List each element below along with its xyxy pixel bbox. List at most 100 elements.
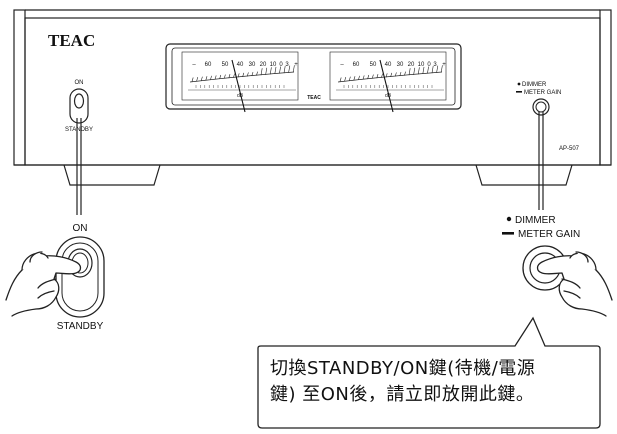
zoom-meter-gain-label: METER GAIN	[518, 229, 580, 240]
left-meter-tick	[274, 66, 277, 74]
right-meter-needle	[379, 59, 394, 113]
right-meter-scale-label: 50	[370, 62, 377, 68]
right-meter-scale-label: 3	[433, 62, 437, 68]
left-meter-scale-label: 0	[279, 62, 283, 68]
pressing-hand-left	[5, 251, 82, 317]
right-meter-tick	[427, 66, 429, 74]
left-meter-tick	[256, 71, 258, 76]
left-meter-tick	[292, 65, 295, 73]
right-meter-scale-label: 40	[385, 62, 392, 68]
left-meter-unit-label: dB	[237, 93, 244, 99]
right-meter-tick	[362, 75, 365, 80]
brand-logo: TEAC	[48, 31, 95, 50]
meter-window	[165, 43, 462, 110]
callout-bubble	[257, 316, 601, 429]
right-meter-tick	[381, 73, 383, 78]
right-meter-tick	[353, 76, 356, 81]
right-meter-tick	[348, 76, 351, 81]
left-meter-tick	[214, 75, 217, 80]
right-meter-tick	[422, 66, 425, 74]
zoom-dimmer-label: DIMMER	[515, 215, 556, 226]
right-meter-tick	[394, 72, 397, 77]
model-label: AP-507	[559, 146, 580, 152]
right-meter-tick	[367, 74, 370, 80]
left-meter-tick	[219, 74, 222, 80]
left-meter-tick	[228, 74, 231, 79]
right-meter-tick	[413, 67, 416, 75]
left-meter-scale-label: 10	[270, 62, 277, 68]
left-meter-tick	[210, 75, 212, 80]
left-meter-scale-label: 20	[260, 62, 267, 68]
right-meter-tick	[344, 76, 347, 82]
zoom-dimmer-dot-icon	[506, 216, 512, 222]
left-meter-needle	[231, 59, 246, 113]
left-meter-tick	[288, 65, 291, 73]
left-meter-tick	[223, 74, 226, 79]
pressing-hand-right	[536, 251, 613, 317]
right-meter-unit-label: dB	[385, 93, 392, 99]
zoom-standby-label: STANDBY	[57, 321, 104, 332]
right-meter-tick	[417, 67, 420, 75]
left-meter-scale-label: 50	[222, 62, 229, 68]
unit-on-label: ON	[75, 80, 84, 86]
left-meter-tick	[233, 73, 235, 78]
right-meter-tick	[371, 74, 374, 79]
zoom-power-switch[interactable]	[55, 236, 105, 318]
right-meter-scale-arc	[337, 71, 443, 83]
left-meter-tick	[260, 68, 263, 76]
unit-meter-gain-label: METER GAIN	[524, 90, 561, 96]
left-meter-tick	[191, 77, 194, 82]
right-meter-scale-label: 60	[353, 62, 360, 68]
right-meter-scale-label: +	[442, 62, 446, 68]
right-meter-tick	[390, 72, 393, 77]
right-meter-scale-label: 30	[397, 62, 404, 68]
left-meter-tick	[246, 72, 249, 77]
right-meter-tick	[339, 77, 342, 82]
left-meter-tick	[196, 76, 199, 82]
left-meter-scale-label: 60	[205, 62, 212, 68]
meter-center-brand: TEAC	[307, 95, 321, 101]
callout-line-2: 鍵) 至ON後，請立即放開此鍵。	[270, 384, 535, 405]
left-meter-scale-label: +	[294, 62, 298, 68]
left-meter-tick	[279, 66, 281, 74]
left-meter-scale-label: –	[192, 62, 196, 68]
right-meter-tick	[358, 75, 360, 80]
left-meter-tick	[283, 66, 286, 74]
right-meter-tick	[436, 65, 439, 73]
left-meter-scale-arc	[189, 71, 295, 83]
right-foot	[475, 164, 573, 186]
left-meter-tick	[269, 67, 272, 75]
right-meter-tick	[408, 68, 411, 76]
leader-line-power	[76, 118, 82, 215]
instruction-callout: 切換STANDBY/ON鍵(待機/電源 鍵) 至ON後，請立即放開此鍵。	[258, 346, 600, 428]
callout-line-1: 切換STANDBY/ON鍵(待機/電源	[270, 358, 536, 379]
unit-dimmer-dot-icon	[517, 82, 521, 86]
unit-dimmer-label: DIMMER	[522, 82, 547, 88]
unit-standby-label: STANDBY	[65, 127, 93, 133]
left-meter-tick	[205, 76, 208, 81]
leader-line-dimmer	[538, 112, 544, 210]
right-meter-tick	[376, 74, 379, 79]
unit-meter-gain-dash-icon	[516, 91, 522, 93]
left-meter-tick	[242, 72, 245, 77]
left-meter-tick	[265, 67, 268, 75]
left-meter-scale-label: 3	[285, 62, 289, 68]
right-meter-scale-label: 0	[427, 62, 431, 68]
amplifier-front-panel	[13, 9, 612, 166]
left-meter-tick	[237, 73, 240, 78]
right-meter-tick	[431, 66, 434, 74]
unit-power-switch[interactable]	[69, 88, 89, 124]
unit-dimmer-button[interactable]	[532, 98, 550, 116]
right-meter-scale-label: 10	[418, 62, 425, 68]
right-meter-tick	[404, 71, 406, 76]
right-meter-tick	[399, 71, 402, 77]
left-meter-scale-label: 30	[249, 62, 256, 68]
left-meter-tick	[200, 76, 203, 81]
zoom-on-label: ON	[73, 223, 88, 234]
zoom-meter-gain-dash-icon	[502, 232, 514, 235]
right-meter-tick	[385, 73, 388, 78]
left-meter-tick	[251, 71, 254, 77]
left-meter-scale-label: 40	[237, 62, 244, 68]
